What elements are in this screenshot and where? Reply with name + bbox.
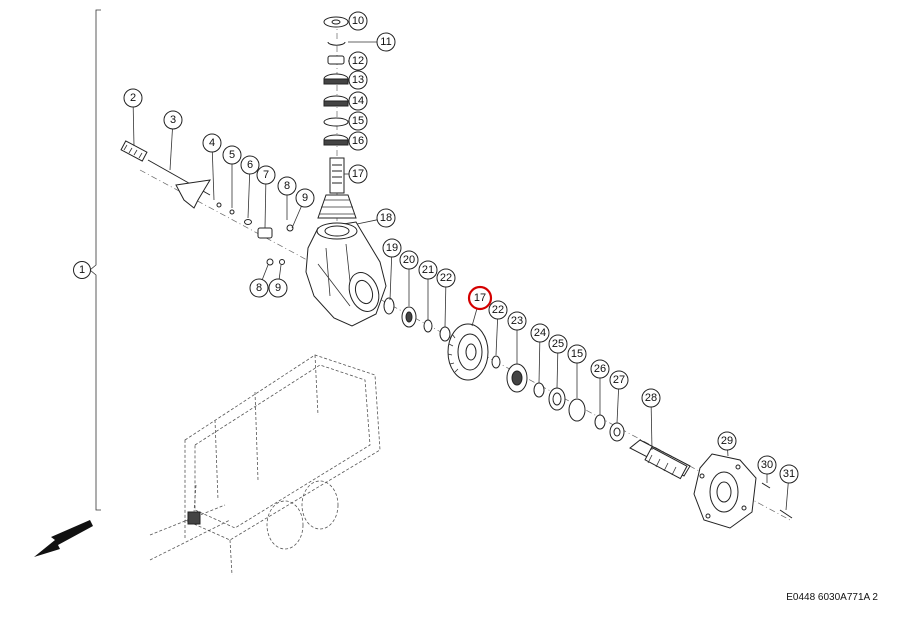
callout-label: 21 xyxy=(422,264,434,276)
axial-parts xyxy=(383,297,625,442)
callout-22[interactable]: 22 xyxy=(436,268,456,328)
callout-label: 13 xyxy=(352,74,364,86)
callout-6[interactable]: 6 xyxy=(240,155,260,219)
callout-label: 17 xyxy=(352,168,364,180)
callout-label: 11 xyxy=(380,36,391,48)
callout-label: 3 xyxy=(170,114,176,126)
callout-25[interactable]: 25 xyxy=(548,334,568,389)
callout-label: 16 xyxy=(352,135,364,147)
callout-28[interactable]: 28 xyxy=(641,388,661,451)
callout-26[interactable]: 26 xyxy=(590,359,610,415)
drawing-code: E0448 6030A771A 2 xyxy=(786,592,878,603)
callout-8[interactable]: 8 xyxy=(249,264,269,298)
output-shaft xyxy=(629,439,691,480)
callout-label: 18 xyxy=(380,212,392,224)
callout-label: 20 xyxy=(403,254,415,266)
shifter-parts xyxy=(120,140,294,266)
callout-label: 4 xyxy=(209,137,215,149)
callout-label: 10 xyxy=(352,15,364,27)
callout-18[interactable]: 18 xyxy=(356,208,396,228)
callout-2[interactable]: 2 xyxy=(123,88,143,147)
callout-17[interactable]: 17 xyxy=(467,285,493,327)
callout-11[interactable]: 11 xyxy=(348,32,396,52)
callout-label: 30 xyxy=(761,459,773,471)
callout-23[interactable]: 23 xyxy=(507,311,527,364)
callout-label: 28 xyxy=(645,392,657,404)
callout-label: 22 xyxy=(492,304,504,316)
callout-label: 31 xyxy=(783,468,795,480)
callout-label: 29 xyxy=(721,435,733,447)
callout-8[interactable]: 8 xyxy=(277,176,297,220)
callout-31[interactable]: 31 xyxy=(779,464,799,511)
direction-arrow-icon xyxy=(34,520,93,557)
callout-10[interactable]: 10 xyxy=(347,11,368,31)
callout-22[interactable]: 22 xyxy=(488,300,508,356)
callout-15[interactable]: 15 xyxy=(567,344,587,398)
gearbox-housing xyxy=(305,221,387,327)
callout-label: 9 xyxy=(302,192,308,204)
callout-label: 24 xyxy=(534,327,546,339)
callout-30[interactable]: 30 xyxy=(757,455,777,483)
callout-9[interactable]: 9 xyxy=(291,188,315,229)
callout-label: 17 xyxy=(474,292,486,304)
callout-label: 8 xyxy=(256,282,262,294)
callout-label: 2 xyxy=(130,92,136,104)
callout-29[interactable]: 29 xyxy=(717,431,737,457)
callout-label: 12 xyxy=(352,55,364,67)
callout-24[interactable]: 24 xyxy=(530,323,550,384)
callout-label: 8 xyxy=(284,180,290,192)
callout-label: 7 xyxy=(263,169,269,181)
assembly-bracket: 1 xyxy=(73,9,101,511)
callout-5[interactable]: 5 xyxy=(222,145,242,208)
callout-17[interactable]: 17 xyxy=(344,164,368,184)
callout-label: 9 xyxy=(275,282,281,294)
callout-4[interactable]: 4 xyxy=(202,133,222,201)
callout-label: 22 xyxy=(440,272,452,284)
callout-12[interactable]: 12 xyxy=(348,51,368,71)
callout-label: 14 xyxy=(352,95,364,107)
callout-20[interactable]: 20 xyxy=(399,250,419,306)
callout-label: 25 xyxy=(552,338,564,350)
callout-19[interactable]: 19 xyxy=(382,238,402,301)
callout-label: 23 xyxy=(511,315,523,327)
callout-7[interactable]: 7 xyxy=(256,165,276,229)
machine-context-outline xyxy=(149,354,381,576)
cover-flange xyxy=(693,453,793,529)
callout-1[interactable]: 1 xyxy=(73,261,91,279)
callout-label: 19 xyxy=(386,242,398,254)
callout-16[interactable]: 16 xyxy=(348,131,368,151)
callout-label: 5 xyxy=(229,149,235,161)
callout-27[interactable]: 27 xyxy=(609,370,629,424)
callout-21[interactable]: 21 xyxy=(418,260,438,320)
callout-label: 15 xyxy=(352,115,364,127)
callout-13[interactable]: 13 xyxy=(348,70,368,90)
callout-label: 6 xyxy=(247,159,253,171)
callout-label: 26 xyxy=(594,363,606,375)
callout-label: 27 xyxy=(613,374,625,386)
callout-14[interactable]: 14 xyxy=(348,91,368,111)
callout-label: 1 xyxy=(79,264,85,276)
callout-3[interactable]: 3 xyxy=(163,110,183,171)
callout-label: 15 xyxy=(571,348,583,360)
callout-9[interactable]: 9 xyxy=(268,264,288,298)
callout-15[interactable]: 15 xyxy=(348,111,368,131)
